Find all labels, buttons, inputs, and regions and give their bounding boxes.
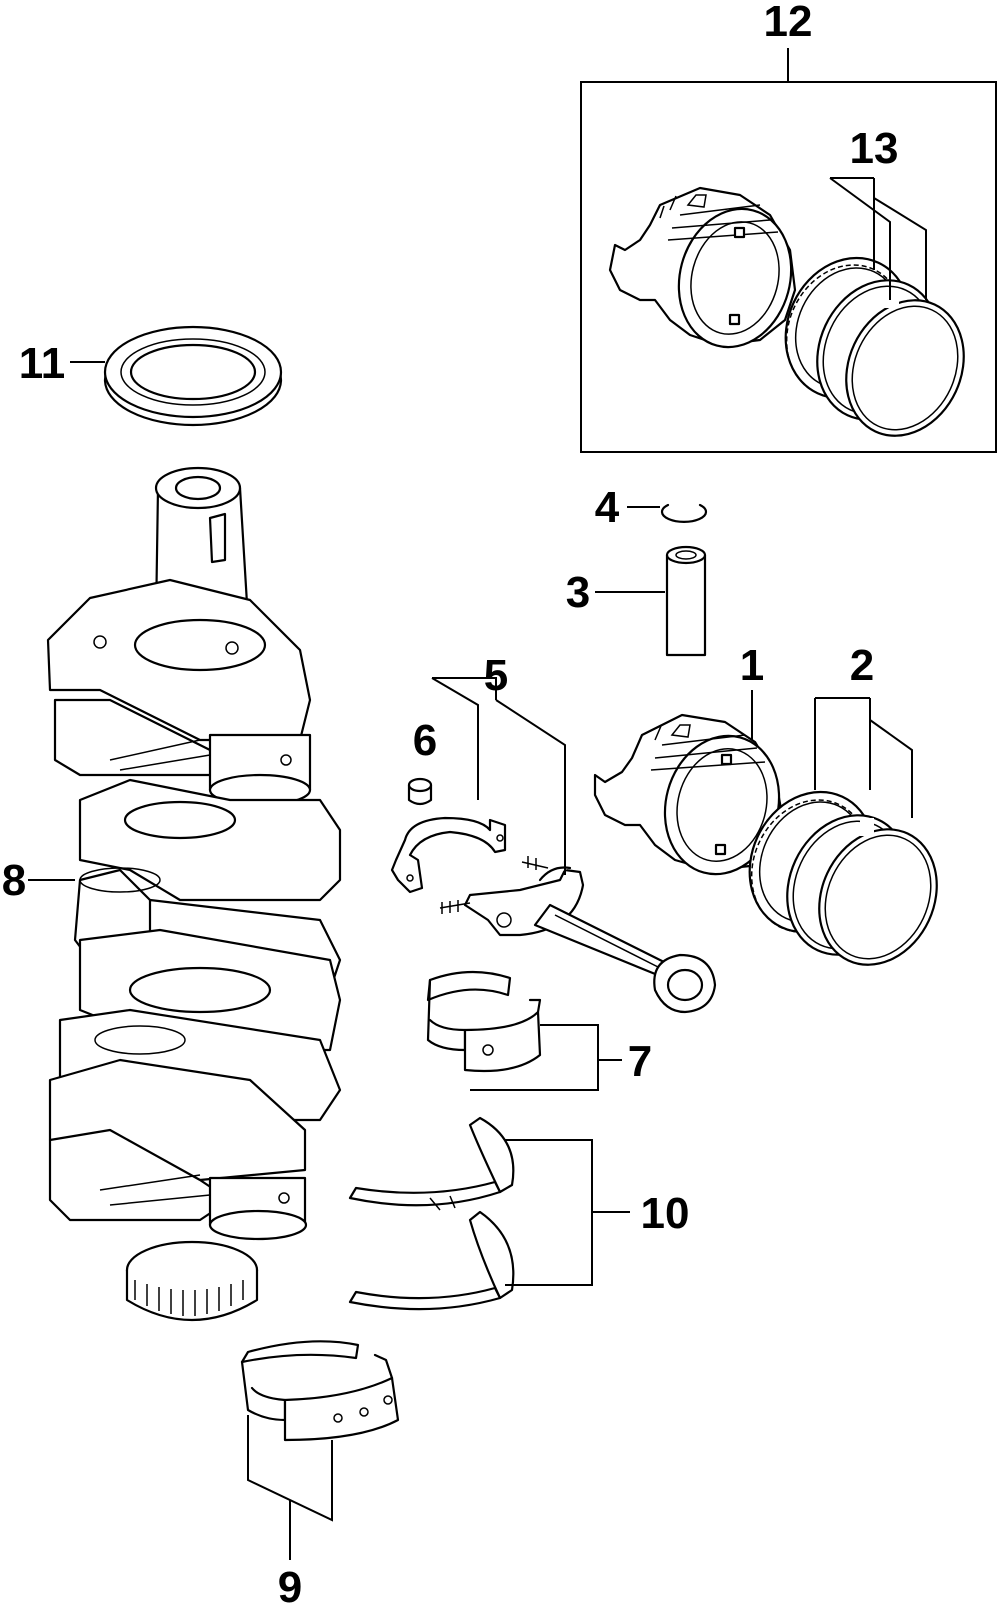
connecting-rod — [390, 816, 717, 1014]
callout-8: 8 — [2, 856, 26, 905]
main-bearing — [240, 1340, 400, 1442]
kit-piston-rings — [784, 256, 965, 437]
leader-5-6 — [431, 677, 566, 875]
callout-5: 5 — [484, 651, 508, 700]
callout-12: 12 — [764, 0, 813, 46]
piston-rings — [748, 790, 938, 966]
leader-2 — [814, 697, 913, 818]
callout-3: 3 — [566, 568, 590, 617]
callout-9: 9 — [278, 1563, 302, 1611]
piston — [593, 713, 784, 876]
leader-13 — [829, 177, 927, 300]
callout-13: 13 — [850, 124, 899, 173]
callout-10: 10 — [641, 1189, 690, 1238]
piston-pin-circlip — [660, 503, 708, 523]
crankshaft — [46, 466, 342, 1321]
leader-9 — [247, 1415, 333, 1560]
connecting-rod-nut — [407, 777, 433, 806]
leader-10 — [505, 1139, 630, 1286]
callout-6: 6 — [413, 716, 437, 765]
callout-1: 1 — [740, 641, 764, 690]
callout-11: 11 — [19, 339, 66, 388]
callout-4: 4 — [595, 483, 620, 532]
thrust-washers — [348, 1116, 515, 1311]
callout-7: 7 — [628, 1037, 652, 1086]
piston-pin — [665, 545, 707, 657]
piston-kit-box — [580, 48, 997, 453]
kit-piston — [608, 186, 797, 349]
callout-2: 2 — [850, 641, 874, 690]
leader-7 — [470, 1024, 622, 1091]
connecting-rod-bearing — [426, 970, 542, 1073]
oil-seal — [103, 325, 283, 427]
